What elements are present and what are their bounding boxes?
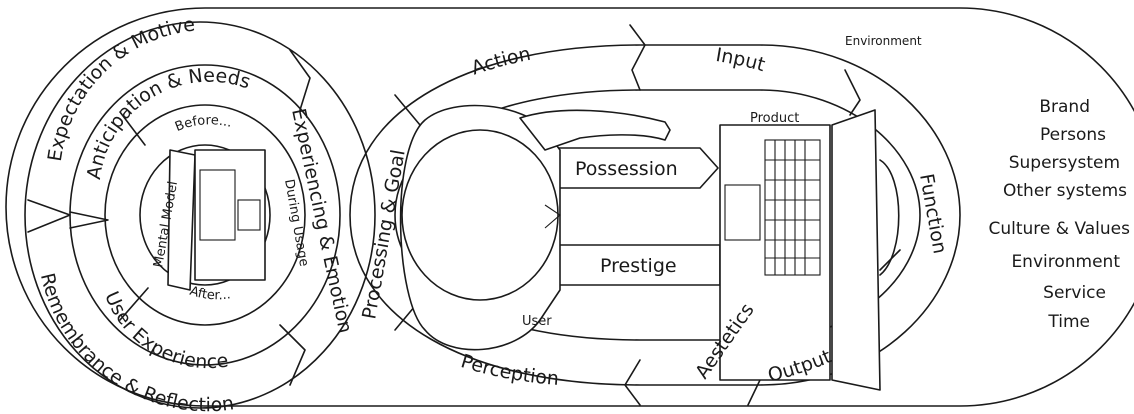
environment-item: Persons <box>1040 125 1106 145</box>
product-laptop <box>719 109 881 391</box>
perception-label: Perception <box>458 350 559 390</box>
action-label: Action <box>469 43 533 80</box>
environment-list: Brand Persons Supersystem Other systems … <box>989 97 1131 332</box>
prestige-label: Prestige <box>600 255 677 277</box>
environment-item: Service <box>1043 283 1106 303</box>
environment-item: Environment <box>1011 252 1120 272</box>
environment-item: Supersystem <box>1009 153 1120 173</box>
user-label: User <box>522 314 552 329</box>
left-cycle <box>24 21 376 409</box>
environment-title: Environment <box>845 34 922 48</box>
environment-item: Other systems <box>1003 181 1127 201</box>
user-figure <box>399 104 671 351</box>
environment-item: Time <box>1047 312 1090 332</box>
possession-label: Possession <box>575 158 678 180</box>
input-label: Input <box>714 44 767 76</box>
environment-boundary <box>5 7 1134 407</box>
environment-item: Culture & Values <box>989 219 1131 239</box>
environment-item: Brand <box>1039 97 1090 117</box>
small-laptop-icon <box>167 149 266 291</box>
before-label: Before... <box>173 113 233 135</box>
laptop-keyboard-grid <box>765 140 820 275</box>
after-label: After... <box>188 284 232 304</box>
product-label: Product <box>750 111 799 126</box>
